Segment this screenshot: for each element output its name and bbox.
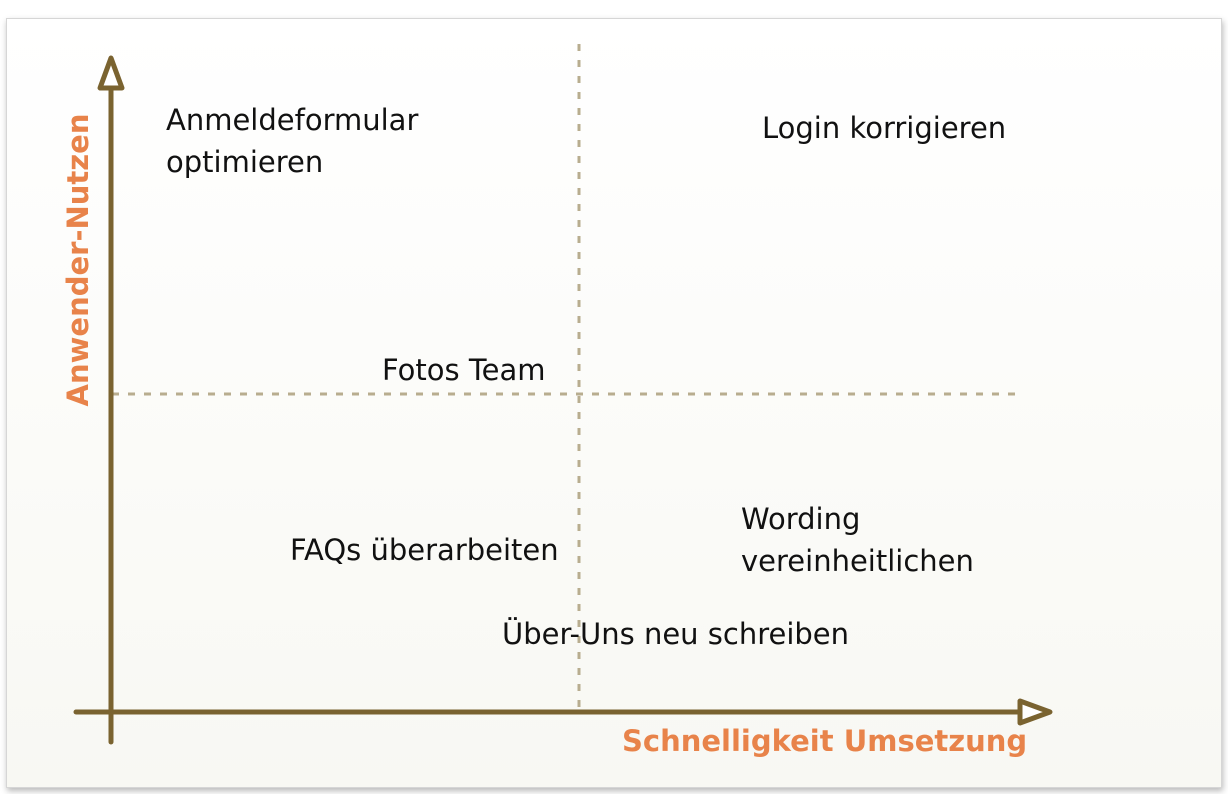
x-axis-title: Schnelligkeit Umsetzung <box>622 724 1028 758</box>
item-ueber-uns-neu-schreiben: Über-Uns neu schreiben <box>502 617 850 651</box>
x-axis-arrowhead <box>1017 698 1053 726</box>
item-fotos-team: Fotos Team <box>382 353 546 387</box>
item-login-korrigieren: Login korrigieren <box>762 111 1007 145</box>
item-faqs-ueberarbeiten: FAQs überarbeiten <box>290 533 559 567</box>
y-axis-title: Anwender-Nutzen <box>61 113 95 407</box>
y-axis-arrowhead <box>97 55 125 91</box>
item-wording-vereinheitlichen: Wording vereinheitlichen <box>741 502 974 578</box>
item-anmeldeformular-optimieren: Anmeldeformular optimieren <box>166 103 419 179</box>
slide-background <box>6 18 1222 788</box>
